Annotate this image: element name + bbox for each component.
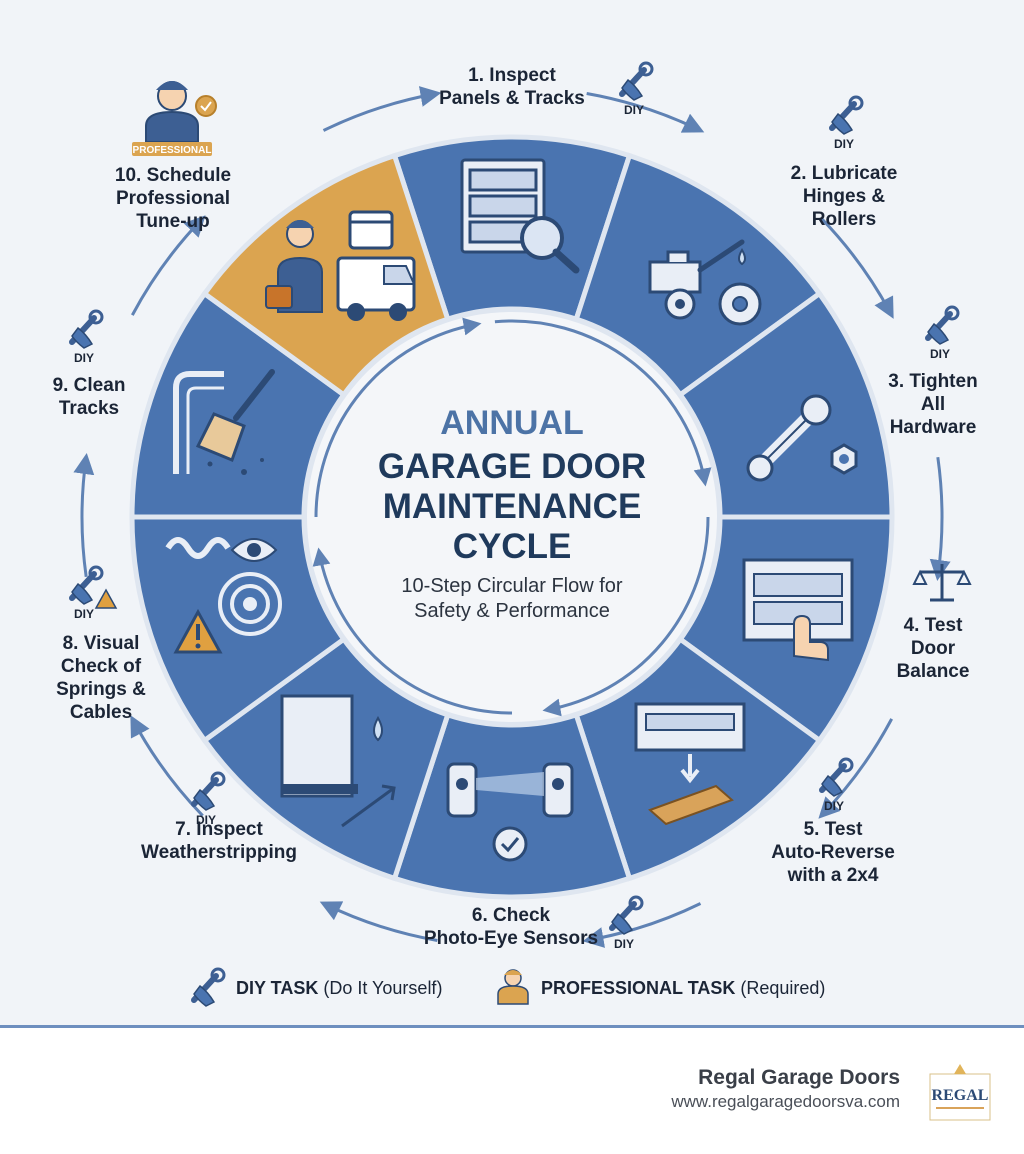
diy-tag-text: DIY xyxy=(196,813,216,827)
step-label-6: 6. Check Photo-Eye Sensors xyxy=(423,905,599,949)
legend-professional-label: PROFESSIONAL TASK xyxy=(541,978,736,998)
title-line-4: CYCLE xyxy=(453,527,572,566)
legend-technician-icon xyxy=(497,969,529,1005)
outer-arrow-7 xyxy=(130,715,204,817)
diy-badge-3: DIY xyxy=(925,305,960,361)
legend-diy-label: DIY TASK xyxy=(236,978,319,998)
outer-arrow-10 xyxy=(322,86,442,132)
wrench-hand-icon xyxy=(191,771,226,811)
technician-icon: PROFESSIONAL xyxy=(132,81,217,156)
legend-professional: PROFESSIONAL TASK (Required) xyxy=(541,978,825,999)
outer-arrow-9 xyxy=(131,215,206,316)
outer-arrow-3 xyxy=(929,456,951,582)
warning-icon xyxy=(94,588,118,609)
center-disc xyxy=(303,308,721,726)
step-label-9: 9. Clean Tracks xyxy=(52,375,126,419)
legend-wrench-hand-icon xyxy=(191,967,226,1007)
maintenance-cycle-infographic: DIY DIY DIY DIY DIY DIY DIY DIY PROFESSIONAL AN… xyxy=(0,0,1024,1028)
outer-arrow-4 xyxy=(818,718,893,819)
diy-tag-text: DIY xyxy=(74,607,94,621)
spring-eye-icon xyxy=(165,537,282,654)
step-label-8: 8. Visual Check of Springs & Cables xyxy=(56,633,146,723)
balance-scale-icon xyxy=(912,564,972,602)
diy-tag-text: DIY xyxy=(74,351,94,365)
brush-track-icon xyxy=(173,369,275,475)
wrench-hand-icon xyxy=(619,61,654,101)
technician-van-icon xyxy=(265,210,416,321)
diy-badge-5: DIY xyxy=(819,757,854,813)
legend-diy: DIY TASK (Do It Yourself) xyxy=(236,978,442,999)
step-label-4: 4. Test Door Balance xyxy=(896,615,970,682)
diy-badge-2: DIY xyxy=(829,95,864,151)
oil-can-gear-icon xyxy=(648,239,762,326)
step-label-1: 1. Inspect Panels & Tracks xyxy=(439,65,585,109)
legend-professional-note: (Required) xyxy=(740,978,826,998)
door-hand-icon xyxy=(742,558,854,662)
diy-badge-6: DIY xyxy=(609,895,644,951)
panel-magnifier-icon xyxy=(460,158,580,274)
title-line-2: GARAGE DOOR xyxy=(378,447,646,486)
step-label-10: 10. Schedule Professional Tune-up xyxy=(114,165,232,232)
ring-segments xyxy=(129,134,895,900)
outer-cycle-arrows xyxy=(73,86,951,948)
subtitle-line-1: 10-Step Circular Flow for xyxy=(401,575,623,597)
inner-cycle-arrows xyxy=(312,317,712,717)
outer-arrow-6 xyxy=(319,901,438,942)
wrench-hand-icon xyxy=(69,565,104,605)
door-board-icon xyxy=(634,702,746,826)
professional-tag: PROFESSIONAL xyxy=(133,145,212,156)
inner-arrow-2 xyxy=(542,516,710,717)
wrench-hand-icon xyxy=(829,95,864,135)
diy-tag-text: DIY xyxy=(930,347,950,361)
footer-company-name: Regal Garage Doors xyxy=(698,1066,900,1089)
inner-arrow-4 xyxy=(314,317,482,518)
step-label-2: 2. Lubricate Hinges & Rollers xyxy=(790,163,898,230)
outer-arrow-1 xyxy=(586,92,705,133)
step-label-5: 5. Test Auto-Reverse with a 2x4 xyxy=(771,819,895,886)
wrench-hand-icon xyxy=(925,305,960,345)
diy-badges: DIY DIY DIY DIY DIY DIY DIY DIY xyxy=(69,61,960,951)
cycle-diagram: DIY DIY DIY DIY DIY DIY DIY DIY PROFESSIONAL AN… xyxy=(69,61,972,1007)
wrench-hand-icon xyxy=(69,309,104,349)
step-label-3: 3. Tighten All Hardware xyxy=(888,371,978,438)
inner-arrow-3 xyxy=(312,547,513,715)
title-line-3: MAINTENANCE xyxy=(383,487,642,526)
diy-badge-7: DIY xyxy=(191,771,226,827)
diy-badge-1: DIY xyxy=(619,61,654,117)
step-label-7: 7. Inspect Weatherstripping xyxy=(141,819,297,863)
diy-tag-text: DIY xyxy=(614,937,634,951)
wrench-hand-icon xyxy=(609,895,644,935)
diy-badge-9: DIY xyxy=(69,309,104,365)
wrench-nut-icon xyxy=(746,394,858,482)
subtitle-line-2: Safety & Performance xyxy=(414,600,610,622)
diy-badge-8: DIY xyxy=(69,565,118,621)
footer-website-link[interactable]: www.regalgaragedoorsva.com xyxy=(671,1092,900,1111)
wrench-hand-icon xyxy=(819,757,854,797)
title-line-1: ANNUAL xyxy=(440,404,584,442)
legend-diy-note: (Do It Yourself) xyxy=(323,978,443,998)
outer-arrow-8 xyxy=(73,452,95,578)
outer-arrow-2 xyxy=(820,217,894,319)
diy-tag-text: DIY xyxy=(624,103,644,117)
diy-tag-text: DIY xyxy=(824,799,844,813)
weatherstrip-icon xyxy=(280,694,396,828)
photo-eye-icon xyxy=(446,762,574,862)
logo-text: REGAL xyxy=(932,1087,989,1104)
diy-tag-text: DIY xyxy=(834,137,854,151)
regal-logo-icon: REGAL xyxy=(929,1064,991,1121)
outer-arrow-5 xyxy=(582,902,702,948)
inner-arrow-1 xyxy=(494,319,712,487)
